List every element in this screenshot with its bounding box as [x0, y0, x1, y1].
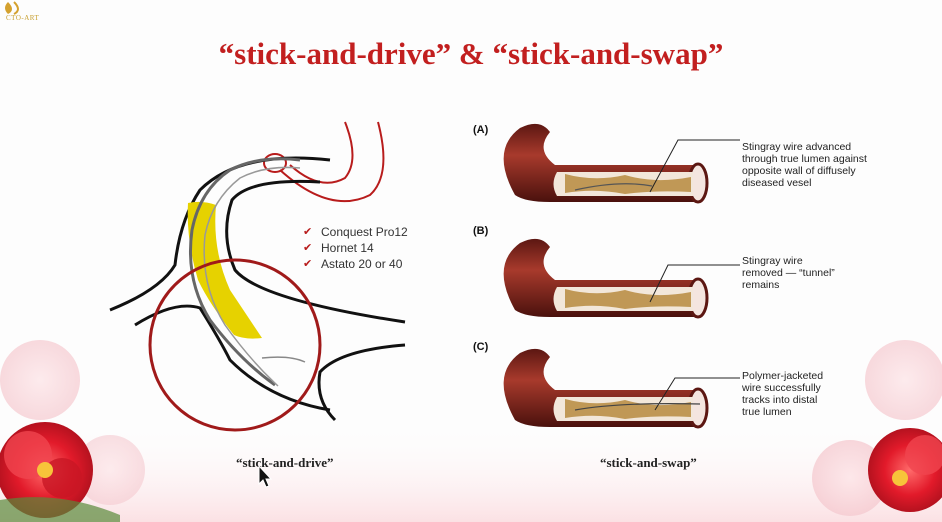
panel-label-b: (B): [473, 225, 488, 237]
panel-note-a: Stingray wire advanced through true lume…: [742, 141, 867, 189]
vessel-panel-b: [504, 239, 740, 317]
note-line: tracks into distal: [742, 394, 823, 406]
note-line: through true lumen against: [742, 153, 867, 165]
note-line: removed — “tunnel”: [742, 267, 835, 279]
note-line: remains: [742, 279, 835, 291]
note-line: Polymer-jacketed: [742, 370, 823, 382]
note-line: Stingray wire: [742, 255, 835, 267]
panel-label-c: (C): [473, 341, 488, 353]
note-line: Stingray wire advanced: [742, 141, 867, 153]
note-line: true lumen: [742, 406, 823, 418]
stick-and-swap-caption: “stick-and-swap”: [600, 455, 697, 471]
note-line: opposite wall of diffusely: [742, 165, 867, 177]
note-line: wire successfully: [742, 382, 823, 394]
vessel-panel-c: [504, 349, 740, 427]
panel-note-b: Stingray wire removed — “tunnel” remains: [742, 255, 835, 291]
panel-label-a: (A): [473, 124, 488, 136]
note-line: diseased vesel: [742, 177, 867, 189]
panel-note-c: Polymer-jacketed wire successfully track…: [742, 370, 823, 418]
vessel-panel-a: [504, 124, 740, 202]
